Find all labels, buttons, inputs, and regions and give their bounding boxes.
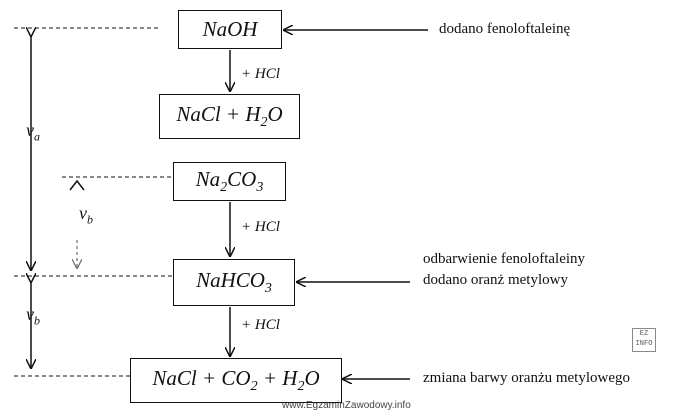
box-na2co3: Na2CO3	[173, 162, 286, 201]
volume-label-va: va	[26, 120, 40, 144]
box-nacl-h2o-text: NaCl + H2O	[176, 101, 283, 131]
box-nahco3-text: NaHCO3	[196, 267, 272, 297]
box-final: NaCl + CO2 + H2O	[130, 358, 342, 403]
box-naoh: NaOH	[178, 10, 282, 49]
volume-label-vb-inner: vb	[79, 203, 93, 227]
box-nahco3: NaHCO3	[173, 259, 295, 306]
annotation-decolorization-line1: odbarwienie fenoloftaleiny	[423, 251, 586, 267]
site-logo: EZ INFO	[632, 328, 656, 352]
box-naoh-text: NaOH	[202, 17, 258, 41]
annotation-decolorization-line2: dodano oranż metylowy	[423, 272, 568, 288]
volume-label-vb-lower: vb	[26, 304, 40, 328]
reagent-step2: + HCl	[241, 219, 280, 235]
vb-inner-arrowhead-top	[69, 179, 85, 191]
box-nacl-h2o: NaCl + H2O	[159, 94, 300, 139]
watermark: www.EgzaminZawodowy.info	[282, 400, 411, 411]
box-final-text: NaCl + CO2 + H2O	[152, 365, 320, 395]
reagent-step3: + HCl	[241, 317, 280, 333]
reagent-step1: + HCl	[241, 66, 280, 82]
box-na2co3-text: Na2CO3	[195, 166, 264, 196]
annotation-indicator-added: dodano fenoloftaleinę	[439, 21, 571, 37]
annotation-color-change: zmiana barwy oranżu metylowego	[423, 370, 631, 386]
